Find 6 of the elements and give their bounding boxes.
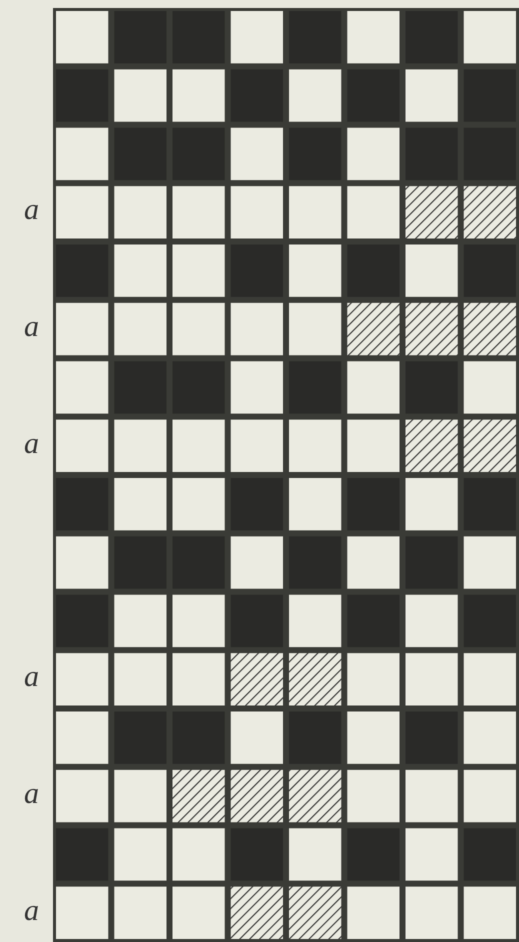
row-label: a [24,896,39,926]
row-label: a [24,662,39,692]
row-label: a [24,195,39,226]
row-label: a [24,312,39,342]
row-label: a [24,779,39,810]
row-label: a [24,428,39,459]
